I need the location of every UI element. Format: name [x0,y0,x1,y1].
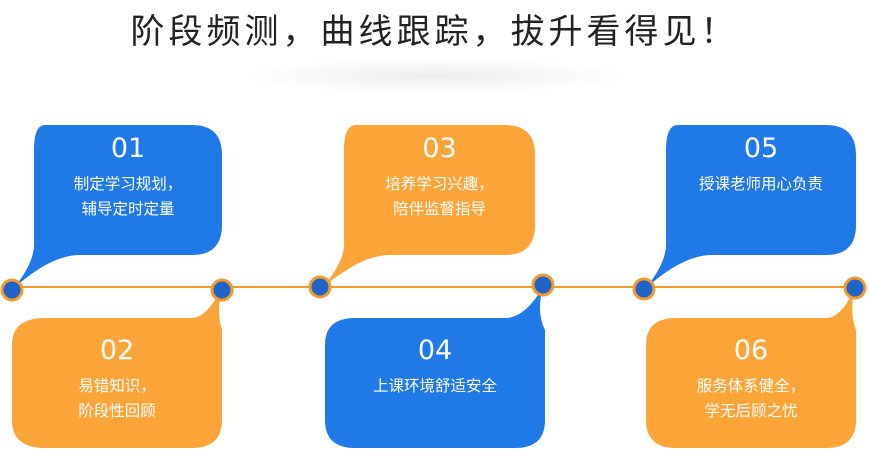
step-description: 服务体系健全， 学无后顾之忧 [696,377,806,420]
timeline-node-3 [308,275,332,299]
step-number: 04 [417,335,453,366]
timeline-node-6 [843,276,867,300]
step-05: 05 授课老师用心负责 [666,134,856,197]
step-number: 02 [99,335,135,366]
bubble-01 [12,125,222,290]
bubble-03 [320,125,535,290]
timeline-node-4 [531,273,555,297]
step-06: 06 服务体系健全， 学无后顾之忧 [646,336,856,424]
title-shadow [240,58,630,94]
bubble-05 [644,125,856,290]
bubble-06 [646,287,856,448]
step-number: 03 [422,133,457,164]
bubble-02 [12,287,222,448]
step-03: 03 培养学习兴趣， 陪伴监督指导 [344,134,535,222]
timeline-node-2 [210,278,234,302]
step-number: 06 [733,335,769,366]
step-04: 04 上课环境舒适安全 [325,336,545,399]
step-02: 02 易错知识， 阶段性回顾 [12,336,222,424]
step-description: 制定学习规划， 辅导定时定量 [73,175,183,218]
page-title: 阶段频测，曲线跟踪，拔升看得见！ [130,12,739,52]
step-number: 05 [743,133,779,164]
timeline-node-5 [632,277,656,301]
step-description: 易错知识， 阶段性回顾 [78,377,156,420]
bubble-04 [325,287,545,448]
step-number: 01 [110,133,146,164]
step-description: 上课环境舒适安全 [372,377,497,395]
step-01: 01 制定学习规划， 辅导定时定量 [34,134,222,222]
step-description: 培养学习兴趣， 陪伴监督指导 [385,175,494,218]
timeline-node-1 [0,278,24,302]
step-description: 授课老师用心负责 [698,175,823,193]
